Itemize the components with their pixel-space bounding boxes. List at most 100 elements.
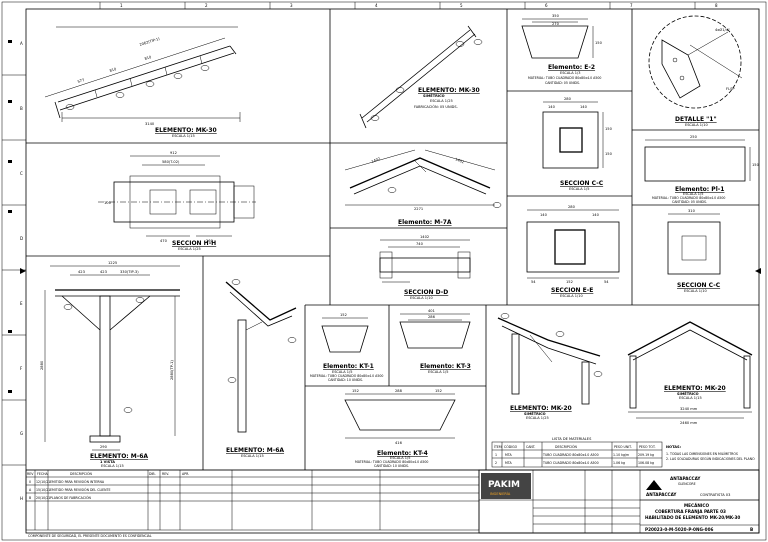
view-mk20-iso: ELEMENTO: MK-20 SIMÉTRICO ESCALA 1/25 — [497, 313, 603, 420]
pl1-dim-250: 250 — [690, 135, 698, 139]
notes-block: NOTAS: 1. TODAS LAS DIMENSIONES EN MILÍM… — [666, 445, 755, 461]
pl1-dim-150: 150 — [752, 163, 760, 167]
title-block: PAKIM INGENIERÍA ANTAPACCAY GLENCORE ANT… — [478, 469, 760, 534]
mk30s-subtitle: SIMÉTRICO — [423, 93, 445, 98]
client-name: ANTAPACCAY — [670, 476, 701, 481]
rev-r3-desc: PLANOS DE FABRICACIÓN — [50, 495, 91, 500]
m6a-scale: ESCALA 1/15 — [101, 464, 124, 468]
border-ticks — [2, 2, 696, 466]
m6a-dim-423a: 423 — [78, 270, 85, 274]
ee-dim-140a: 140 — [540, 213, 548, 217]
signature-grid — [533, 470, 640, 533]
discipline: MECÁNICO — [684, 503, 709, 508]
view-mk20-front: ELEMENTO: MK-20 SIMÉTRICO ESCALA 1/15 32… — [627, 321, 753, 425]
mat-h-unit: PESO UNIT. — [614, 445, 632, 449]
mat-r1-item: 1 — [495, 453, 497, 457]
kt3-dim-286: 286 — [428, 315, 436, 319]
pl1-title: Elemento: Pl-1 — [675, 186, 724, 193]
notes-heading: NOTAS: — [666, 445, 682, 449]
mk30-ribs — [44, 26, 241, 122]
mk20b-scale: ESCALA 1/15 — [679, 396, 702, 400]
mk20-title: ELEMENTO: MK-20 — [510, 405, 572, 412]
cc-scale: ESCALA 1/5 — [569, 187, 589, 191]
m6a-dim-330: 330(TIP-3) — [120, 270, 139, 274]
row-h: H — [20, 496, 23, 501]
m7a-dim-right: 1402 — [455, 157, 465, 164]
document-rev: B — [750, 527, 753, 532]
m6a-dim-2880tp: 2880(TP-1) — [170, 360, 174, 380]
mat-h-total: PESO TOT. — [639, 445, 656, 449]
m7a-title: Elemento: M-7A — [398, 219, 452, 226]
col-3: 3 — [290, 3, 293, 8]
row-f: F — [20, 366, 23, 371]
cc-title: SECCION C-C — [560, 180, 604, 187]
left-margin-marks — [8, 40, 761, 393]
cc-dim-150b: 150 — [605, 152, 613, 156]
hh-dim-100: 100 — [104, 201, 112, 205]
mk30s-scale: ESCALA 1/25 — [430, 99, 453, 103]
mat-r1-desc: TUBO CUADRADO 80x80x4.0 A500 — [542, 453, 599, 457]
rev-r2-desc: EMITIDO PARA REVISIÓN DEL CLIENTE — [50, 487, 111, 492]
dd-scale: ESCALA 1/10 — [410, 296, 433, 300]
mk30-dim-b: 810 — [109, 67, 117, 73]
mat-r1-unit: 1.10 kg/m — [613, 453, 629, 457]
notes-line-2: 2. LAS SOLDADURAS SEGÚN INDICACIONES DEL… — [666, 456, 755, 461]
view-kt4: 152 288 152 416 Elemento: KT-4 ESCALA 1/… — [344, 389, 456, 468]
view-m6a: 1225 423 423 330(TIP-3) 290 2880 2880(TP… — [40, 261, 180, 468]
mat-r2-desc: TUBO CUADRADO 80x80x4.0 A500 — [542, 461, 599, 465]
mat-h-desc: DESCRIPCIÓN — [555, 444, 577, 449]
m6a-title: ELEMENTO: M-6A — [90, 453, 148, 460]
m6a-dim-2880: 2880 — [40, 360, 44, 370]
kt1-dim: 152 — [340, 313, 347, 317]
mat-h-code: CÓDIGO — [504, 444, 518, 449]
rev-h-date: FECHA — [37, 472, 48, 476]
notes-line-1: 1. TODAS LAS DIMENSIONES EN MILÍMETROS — [666, 451, 738, 456]
view-m6a-iso: ELEMENTO: M-6A ESCALA 1/15 — [225, 279, 297, 458]
client-name-2: ANTAPACCAY — [646, 492, 677, 497]
detalle-title: DETALLE "1" — [675, 116, 717, 123]
pl1-note2: CANTIDAD: 05 UNIDS. — [672, 200, 707, 204]
mat-r2-code: MTA — [505, 461, 512, 465]
view-pl1: 250 150 Elemento: Pl-1 ESCALA 1/5 MATERI… — [644, 135, 760, 204]
mk20b-dim-b: 2460 mm — [680, 421, 698, 425]
project-name: CONTRATISTA 03 — [700, 493, 730, 497]
e2-dim-side: 150 — [595, 41, 603, 45]
hh-dim-580: 580(T-02) — [162, 160, 180, 164]
row-g: G — [20, 431, 23, 436]
mk30-dim-a: 577 — [77, 78, 85, 84]
hh-dim-260: 260 — [206, 239, 214, 243]
m6a-subtitle: 1 VISTA — [100, 460, 115, 464]
rev-r1-desc: EMITIDO PARA REVISIÓN INTERNA — [50, 479, 105, 484]
ee-dim-280: 280 — [568, 205, 576, 209]
hh-dim-470: 470 — [160, 239, 168, 243]
mat-r1-code: MTA — [505, 453, 512, 457]
kt4-dim-a: 152 — [352, 389, 359, 393]
kt4-note2: CANTIDAD: 10 UNIDS. — [374, 464, 409, 468]
rev-h-apr: APR. — [182, 472, 189, 476]
col-5: 5 — [460, 3, 463, 8]
e2-dim-mid: 270 — [552, 22, 560, 26]
dd-title: SECCION D-D — [404, 289, 448, 296]
m6a-dim-290: 290 — [100, 445, 108, 449]
mk30-scale: ESCALA 1/15 — [172, 134, 195, 138]
rev-r3-date: 20/10/21 — [36, 496, 50, 500]
mk30-dim-top: 2062(TIP-1) — [139, 37, 161, 47]
row-labels: A B C D E F G H — [20, 41, 23, 501]
ee-dim-54b: 54 — [604, 280, 609, 284]
kt4-scale: ESCALA 1/5 — [390, 456, 410, 460]
materials-caption: LISTA DE MATERIALES — [552, 437, 592, 441]
m6a-dim-423b: 423 — [100, 270, 107, 274]
kt1-note1: MATERIAL: TUBO CUADRADO 80x80x4.0 A500 — [310, 374, 383, 378]
col-4: 4 — [375, 3, 378, 8]
mat-r1-total: 209.19 kg — [638, 453, 654, 457]
company-logo — [481, 473, 531, 499]
document-number: P20023-0-M-5020-P-0NG-006 — [645, 527, 713, 532]
kt4-dim-c: 152 — [435, 389, 442, 393]
view-seccion-dd: 1402 740 SECCION D-D ESCALA 1/10 — [379, 235, 471, 300]
kt1-note2: CANTIDAD: 10 UNIDS. — [328, 378, 363, 382]
kt4-title: Elemento: KT-4 — [377, 450, 428, 457]
kt3-scale: ESCALA 1/5 — [428, 370, 448, 374]
detalle-dim-flsp: FLSP — [726, 87, 735, 91]
view-mk30: 2062(TIP-1) 3140 577 810 810 ELEMENTO: M… — [44, 26, 241, 138]
mk20-subtitle: SIMÉTRICO — [524, 411, 546, 416]
